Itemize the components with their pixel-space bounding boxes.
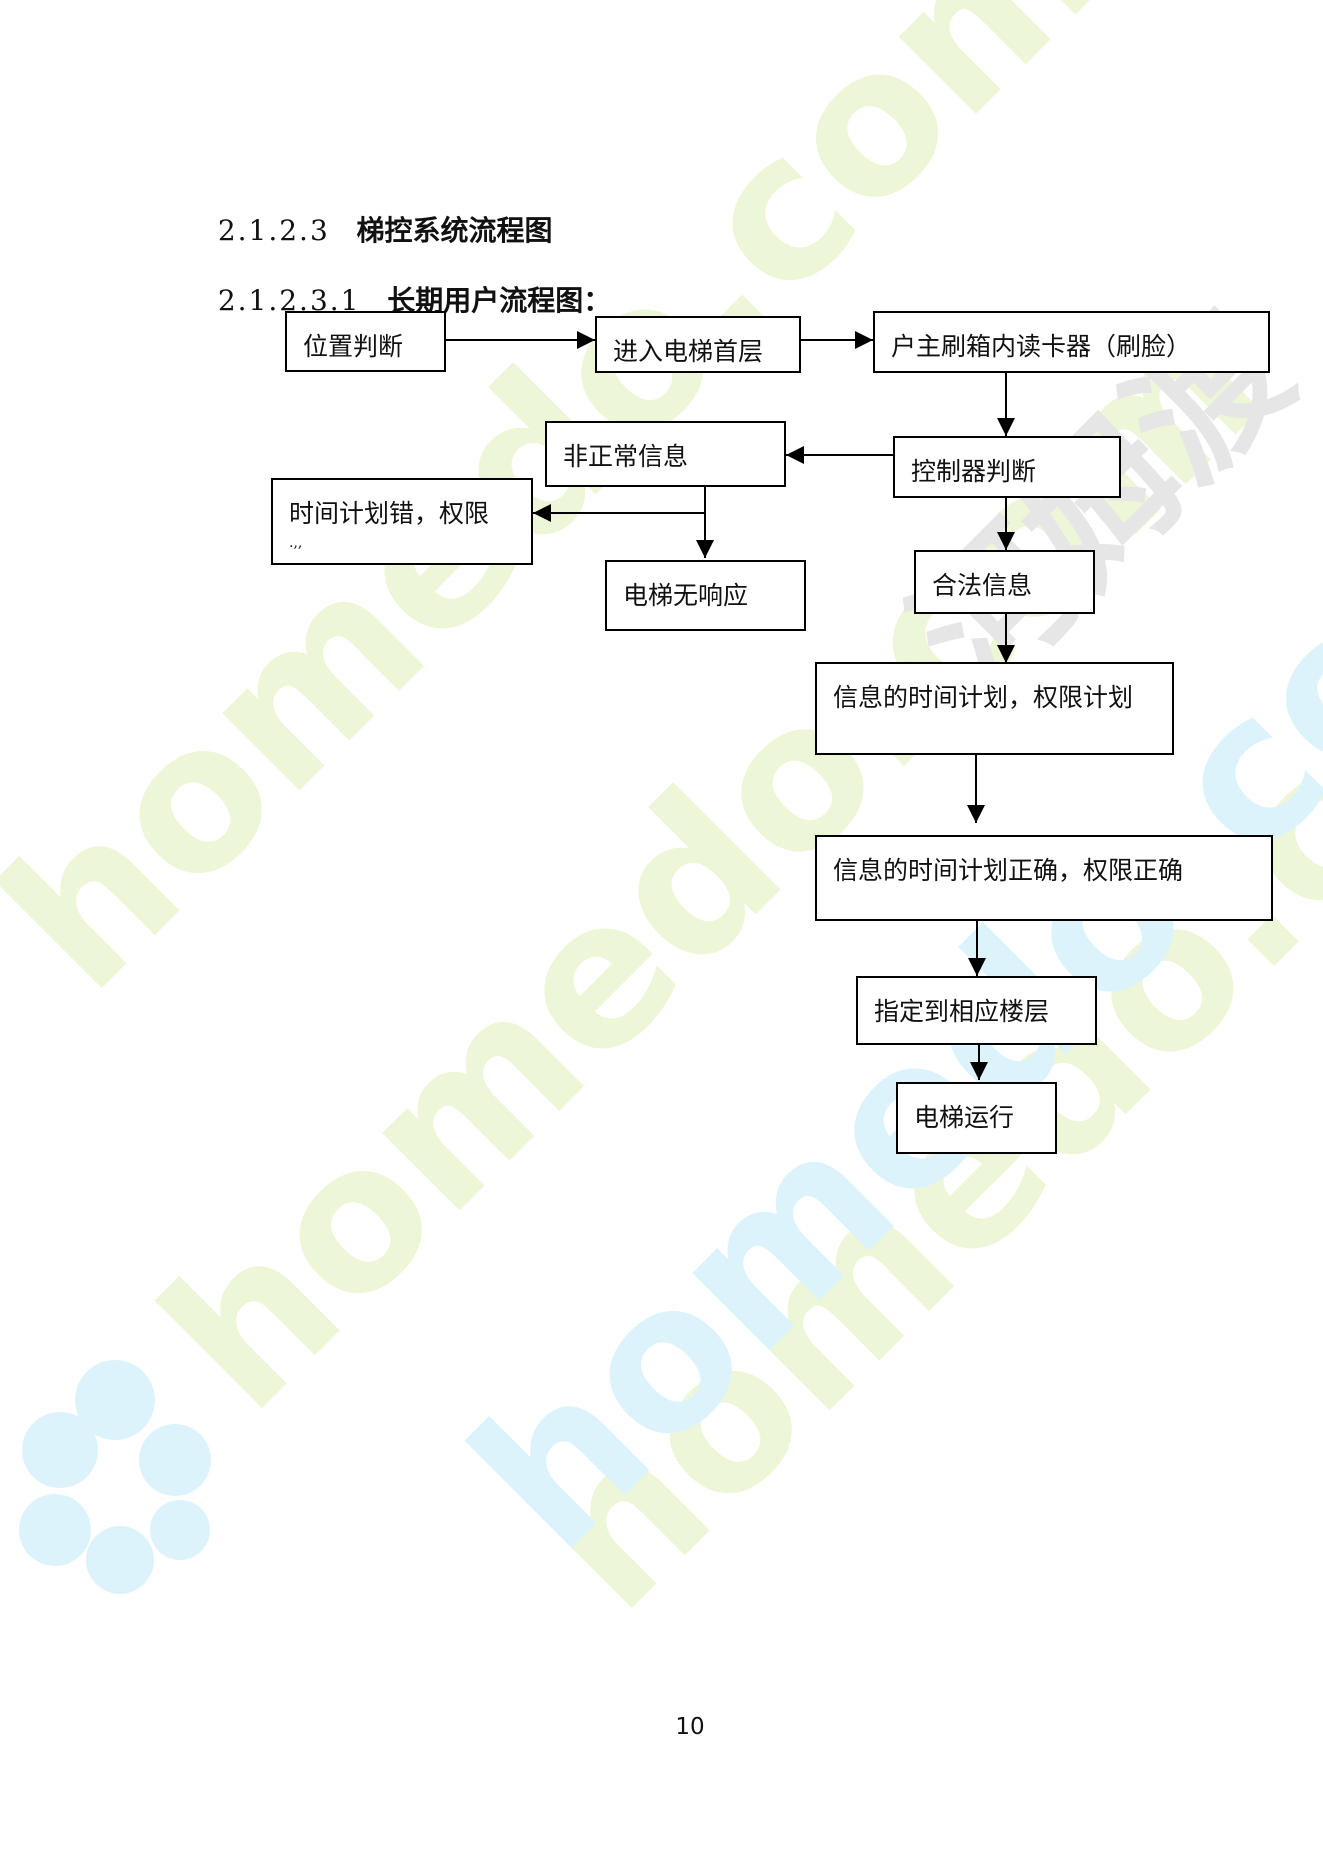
node-label: 信息的时间计划正确，权限正确 bbox=[833, 856, 1184, 885]
node-label: 指定到相应楼层 bbox=[874, 997, 1050, 1026]
node-label: 时间计划错，权限 bbox=[289, 499, 490, 528]
node-label: 进入电梯首层 bbox=[613, 337, 764, 366]
node-label: 非正常信息 bbox=[563, 442, 689, 471]
node-label: 控制器判断 bbox=[911, 457, 1037, 486]
arrow-abnormal-to-schedule-error bbox=[533, 486, 706, 522]
page-number: 10 bbox=[675, 1714, 705, 1740]
node-label: 合法信息 bbox=[932, 571, 1033, 600]
node-position-check: 位置判断 bbox=[285, 311, 446, 372]
node-label: 电梯无响应 bbox=[623, 581, 749, 610]
node-schedule-correct: 信息的时间计划正确，权限正确 bbox=[815, 835, 1273, 921]
node-label-extra: .,, bbox=[289, 535, 303, 551]
node-label: 位置判断 bbox=[303, 332, 404, 361]
section-heading-2-1-2-3: 2.1.2.3 梯控系统流程图 bbox=[200, 176, 553, 249]
node-elevator-no-response: 电梯无响应 bbox=[605, 560, 806, 631]
watermark-flower-icon bbox=[19, 1360, 211, 1594]
node-controller-check: 控制器判断 bbox=[893, 436, 1121, 498]
heading-title: 梯控系统流程图 bbox=[356, 214, 553, 247]
node-card-reader: 户主刷箱内读卡器（刷脸） bbox=[873, 311, 1270, 373]
node-label: 信息的时间计划，权限计划 bbox=[833, 683, 1134, 712]
node-assign-floor: 指定到相应楼层 bbox=[856, 976, 1097, 1045]
node-label: 户主刷箱内读卡器（刷脸） bbox=[891, 332, 1192, 361]
node-schedule-permission: 信息的时间计划，权限计划 bbox=[815, 662, 1174, 755]
node-label: 电梯运行 bbox=[914, 1103, 1015, 1132]
node-enter-first-floor: 进入电梯首层 bbox=[595, 316, 801, 373]
node-schedule-error: 时间计划错，权限.,, bbox=[271, 478, 533, 565]
node-abnormal-info: 非正常信息 bbox=[545, 421, 786, 487]
node-valid-info: 合法信息 bbox=[914, 550, 1095, 614]
node-elevator-running: 电梯运行 bbox=[896, 1082, 1057, 1154]
heading-number: 2.1.2.3 bbox=[217, 214, 330, 247]
